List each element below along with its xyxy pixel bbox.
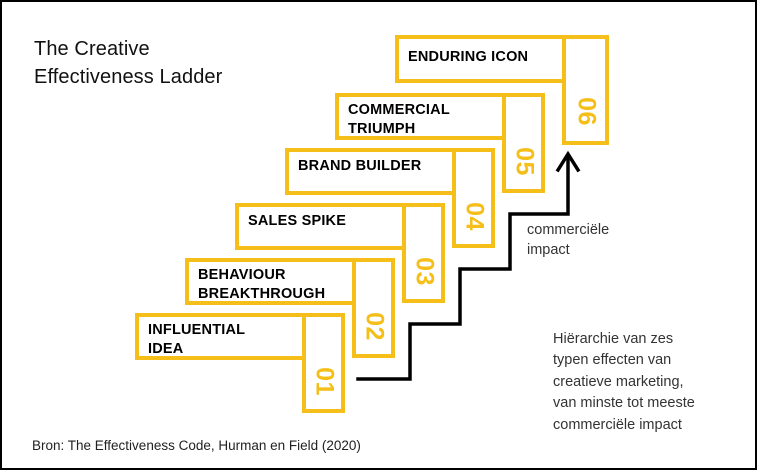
step-04-number: 04 xyxy=(460,202,489,231)
description-text: Hiërarchie van zes typen effecten van cr… xyxy=(553,331,695,433)
step-06-leg xyxy=(562,35,609,145)
step-04-box-bottom xyxy=(285,191,452,195)
step-03-label: SALES SPIKE xyxy=(248,213,347,229)
step-06-label: ENDURING ICON xyxy=(408,49,529,65)
step-01-number: 01 xyxy=(310,367,339,396)
step-02-number: 02 xyxy=(360,312,389,341)
step-03-box-bottom xyxy=(235,246,402,250)
step-05-number: 05 xyxy=(510,147,539,176)
step-04-label: BRAND BUILDER xyxy=(298,158,422,174)
impact-axis-label: commerciële impact xyxy=(527,222,610,258)
step-01-label: INFLUENTIAL IDEA xyxy=(148,322,246,358)
source-caption: Bron: The Effectiveness Code, Hurman en … xyxy=(32,438,361,453)
step-05-box-bottom xyxy=(335,136,502,140)
step-01-box-bottom xyxy=(135,356,302,360)
step-03-number: 03 xyxy=(410,257,439,286)
step-01-leg xyxy=(302,313,345,413)
step-02-label: BEHAVIOUR BREAKTHROUGH xyxy=(198,267,326,303)
step-05-label: COMMERCIAL TRIUMPH xyxy=(348,102,450,138)
step-06-box-bottom xyxy=(395,79,562,83)
page-title: The Creative Effectiveness Ladder xyxy=(34,38,223,89)
step-02-box-bottom xyxy=(185,301,352,305)
arrow-up-icon xyxy=(555,150,581,173)
step-06-number: 06 xyxy=(572,97,601,126)
